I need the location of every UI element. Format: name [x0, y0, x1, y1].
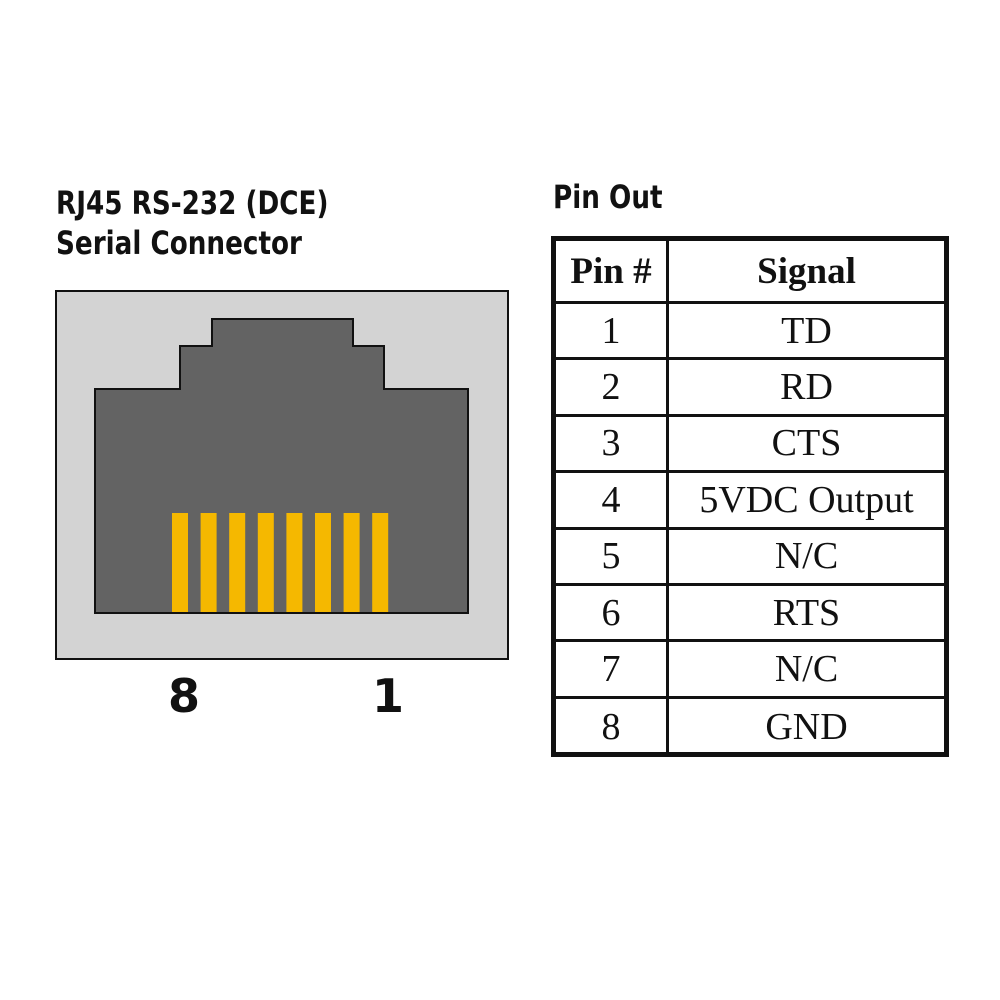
table-row: 7 N/C: [556, 642, 944, 699]
table-row: 6 RTS: [556, 585, 944, 643]
connector-title-line2: Serial Connector: [56, 224, 302, 262]
header-signal: Signal: [757, 250, 856, 292]
contact-pin: [315, 513, 331, 612]
signal-cell: RD: [780, 366, 833, 409]
header-pin: Pin #: [556, 241, 669, 301]
contact-pin: [343, 513, 360, 612]
pin-number-cell: 6: [556, 585, 669, 640]
signal-cell: CTS: [771, 422, 842, 465]
pin-number-cell: 8: [556, 698, 669, 756]
signal-cell: RTS: [772, 591, 841, 634]
contact-pin: [172, 513, 188, 612]
pin-number-cell: 5: [556, 529, 669, 583]
pin-label-1: 1: [372, 669, 405, 723]
contact-pin: [229, 513, 246, 612]
table-row: 3 CTS: [556, 416, 944, 474]
contact-pin: [372, 513, 389, 612]
connector-title-line1: RJ45 RS-232 (DCE): [56, 184, 329, 222]
pin-label-8: 8: [168, 669, 201, 723]
signal-cell: TD: [781, 309, 832, 352]
signal-cell: 5VDC Output: [699, 478, 914, 521]
contact-pins: [172, 513, 389, 612]
signal-cell: GND: [765, 705, 848, 748]
signal-cell: N/C: [774, 535, 839, 578]
table-row: 4 5VDC Output: [556, 473, 944, 530]
contact-pin: [257, 513, 274, 612]
table-row: 2 RD: [556, 360, 944, 417]
pin-number-cell: 2: [556, 360, 669, 414]
table-row: 1 TD: [556, 304, 944, 361]
table-row: 8 GND: [556, 698, 944, 756]
signal-cell: N/C: [774, 648, 839, 691]
pin-number-cell: 3: [556, 416, 669, 471]
table-row: 5 N/C: [556, 529, 944, 586]
pinout-title: Pin Out: [553, 178, 663, 216]
table-header-row: Pin # Signal: [556, 241, 944, 304]
pin-number-cell: 7: [556, 642, 669, 696]
pin-number-cell: 1: [556, 304, 669, 358]
contact-pin: [200, 513, 217, 612]
contact-pin: [286, 513, 303, 612]
pin-number-cell: 4: [556, 473, 669, 527]
